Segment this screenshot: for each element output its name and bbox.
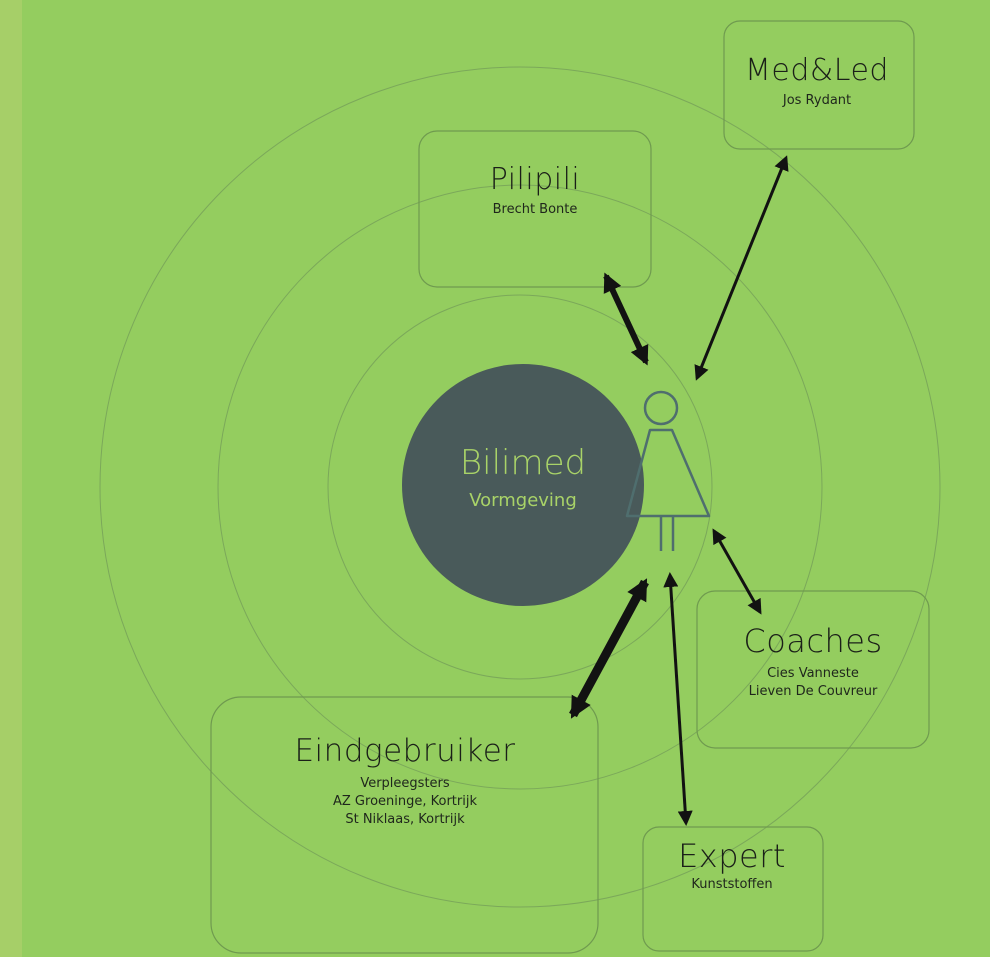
center-circle [402,364,644,606]
ring-middle [217,184,823,790]
medled-title: Med&Led [745,53,889,88]
eindgebruiker-line: AZ Groeninge, Kortrijk [333,794,477,809]
arrow-pilipili [603,272,649,366]
medled-box [723,20,915,150]
medled-lines: Jos Rydant [783,92,851,110]
medled-line: Jos Rydant [782,93,852,108]
expert-title: Expert [678,837,786,875]
coaches-box [696,590,930,749]
coaches-lines: Cies Vanneste Lieven De Couvreur [749,665,878,701]
eindgebruiker-line: St Niklaas, Kortrijk [345,812,465,827]
center-subtitle: Vormgeving [469,490,577,511]
expert-lines: Kunststoffen [691,876,772,894]
eindgebruiker-line: Verpleegsters [360,776,450,791]
expert-line: Kunststoffen [691,877,773,892]
arrow-coaches [712,528,762,615]
person-icon [625,390,711,551]
connection-arrows [569,155,789,826]
pilipili-box [418,130,652,288]
node-boxes [210,20,930,954]
concentric-rings [99,66,941,908]
pilipili-line: Brecht Bonte [492,202,578,217]
coaches-title: Coaches [743,622,883,660]
ring-outer [99,66,941,908]
arrow-medled [694,155,789,381]
pilipili-title: Pilipili [489,162,581,197]
arrow-expert [663,572,693,826]
ring-inner [327,294,713,680]
expert-box [642,826,824,952]
eindgebruiker-lines: Verpleegsters AZ Groeninge, Kortrijk St … [333,775,477,829]
eindgebruiker-box [210,696,599,954]
arrow-eindgebruiker [569,578,649,719]
eindgebruiker-title: Eindgebruiker [294,733,516,769]
pilipili-lines: Brecht Bonte [493,201,578,219]
coaches-line: Lieven De Couvreur [748,684,878,699]
coaches-line: Cies Vanneste [767,666,859,681]
center-title: Bilimed [459,443,587,483]
